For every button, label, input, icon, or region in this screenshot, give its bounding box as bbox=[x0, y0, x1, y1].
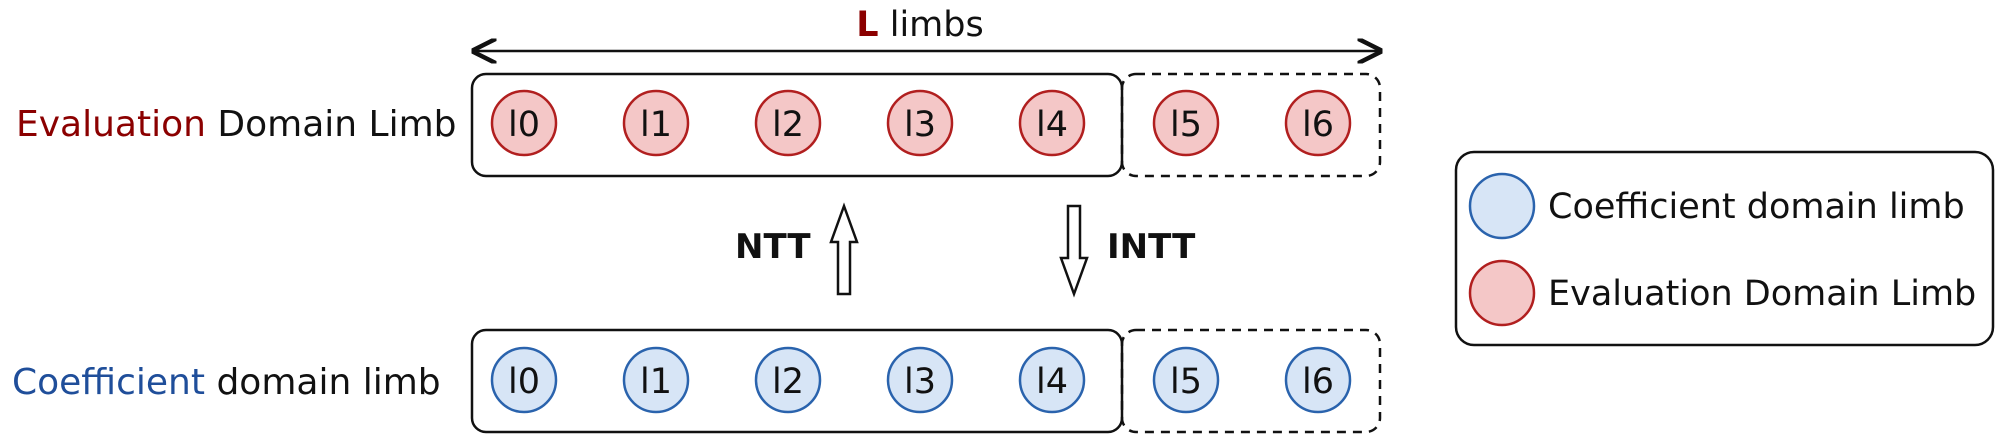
legend-box bbox=[1454, 150, 1995, 347]
coefficient-limb-label: l0 bbox=[508, 362, 540, 402]
legend: Coefficient domain limb Evaluation Domai… bbox=[1454, 150, 1995, 347]
span-highlight: L bbox=[856, 5, 878, 45]
evaluation-limb-label: l5 bbox=[1170, 105, 1202, 145]
evaluation-legend-label: Evaluation Domain Limb bbox=[1548, 274, 1976, 314]
coefficient-limb-circle bbox=[1284, 346, 1352, 414]
evaluation-row: Evaluation Domain Limb l0 l1 l2 l3 l4 l5… bbox=[16, 72, 1382, 178]
evaluation-limb-group-dashed bbox=[1120, 72, 1382, 178]
evaluation-limb-circle bbox=[622, 89, 690, 157]
coefficient-limb-label: l5 bbox=[1170, 362, 1202, 402]
coefficient-legend-swatch bbox=[1468, 172, 1536, 240]
coefficient-limb-label: l6 bbox=[1302, 362, 1334, 402]
ntt-label: NTT bbox=[735, 227, 811, 267]
span-label: L limbs bbox=[856, 5, 983, 45]
coefficient-row: Coefficient domain limb l0 l1 l2 l3 l4 l… bbox=[12, 328, 1382, 434]
evaluation-limb-label: l2 bbox=[772, 105, 804, 145]
coefficient-limb-label: l2 bbox=[772, 362, 804, 402]
coefficient-label-rest: domain limb bbox=[205, 362, 441, 403]
coefficient-limb-label: l4 bbox=[1036, 362, 1068, 402]
coefficient-limb-list: l0 l1 l2 l3 l4 l5 l6 bbox=[490, 346, 1352, 414]
coefficient-legend-label: Coefficient domain limb bbox=[1548, 187, 1965, 227]
evaluation-row-label: Evaluation Domain Limb bbox=[16, 104, 457, 145]
evaluation-limb-circle bbox=[490, 89, 558, 157]
evaluation-limb-label: l6 bbox=[1302, 105, 1334, 145]
evaluation-limb-label: l0 bbox=[508, 105, 540, 145]
evaluation-limb-circle bbox=[1152, 89, 1220, 157]
coefficient-limb-group-dashed bbox=[1120, 328, 1382, 434]
coefficient-limb-label: l1 bbox=[640, 362, 672, 402]
transform-arrows: NTT INTT bbox=[735, 202, 1196, 298]
evaluation-legend-swatch bbox=[1468, 259, 1536, 327]
evaluation-limb-label: l4 bbox=[1036, 105, 1068, 145]
coefficient-limb-circle bbox=[622, 346, 690, 414]
intt-arrow-icon bbox=[1059, 204, 1089, 298]
coefficient-limb-group-solid bbox=[470, 328, 1124, 434]
coefficient-limb-circle bbox=[490, 346, 558, 414]
evaluation-limb-label: l3 bbox=[904, 105, 936, 145]
evaluation-limb-circle bbox=[1284, 89, 1352, 157]
coefficient-limb-circle bbox=[1152, 346, 1220, 414]
evaluation-limb-label: l1 bbox=[640, 105, 672, 145]
coefficient-limb-circle bbox=[1018, 346, 1086, 414]
evaluation-limb-circle bbox=[1018, 89, 1086, 157]
evaluation-limb-circle bbox=[886, 89, 954, 157]
evaluation-limb-group-solid bbox=[470, 72, 1124, 178]
span-text: limbs bbox=[879, 5, 984, 45]
evaluation-limb-list: l0 l1 l2 l3 l4 l5 l6 bbox=[490, 89, 1352, 157]
coefficient-row-label: Coefficient domain limb bbox=[12, 362, 441, 403]
coefficient-limb-label: l3 bbox=[904, 362, 936, 402]
coefficient-limb-circle bbox=[886, 346, 954, 414]
evaluation-limb-circle bbox=[754, 89, 822, 157]
top-span: L limbs bbox=[474, 5, 1380, 51]
evaluation-label-highlight: Evaluation bbox=[16, 104, 206, 145]
coefficient-limb-circle bbox=[754, 346, 822, 414]
intt-label: INTT bbox=[1107, 227, 1196, 267]
evaluation-label-rest: Domain Limb bbox=[206, 104, 457, 145]
ntt-arrow-icon bbox=[829, 202, 859, 296]
coefficient-label-highlight: Coefficient bbox=[12, 362, 205, 403]
